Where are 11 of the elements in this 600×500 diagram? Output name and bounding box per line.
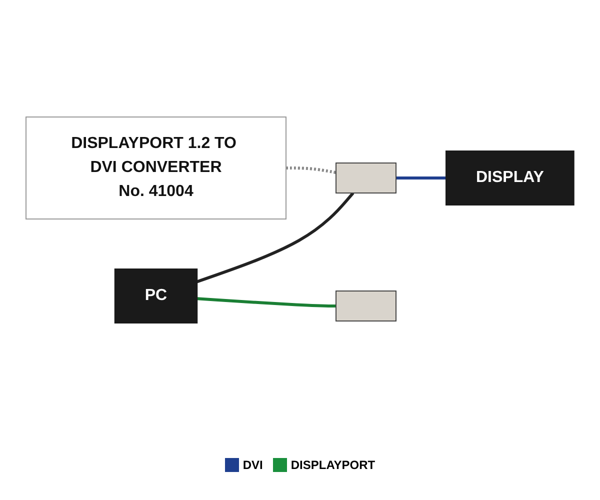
connector: [196, 192, 354, 284]
node-box: DISPLAY: [446, 150, 574, 206]
node-box: [336, 290, 397, 322]
node-box: DISPLAYPORT 1.2 TO DVI CONVERTER No. 41004: [26, 116, 287, 220]
legend-label: DISPLAYPORT: [290, 458, 376, 472]
node-box: [336, 162, 397, 194]
node-box: PC: [114, 268, 198, 324]
connector: [286, 166, 336, 174]
connector: [396, 176, 446, 180]
legend-label: DVI: [242, 458, 263, 472]
connector: [197, 297, 336, 308]
